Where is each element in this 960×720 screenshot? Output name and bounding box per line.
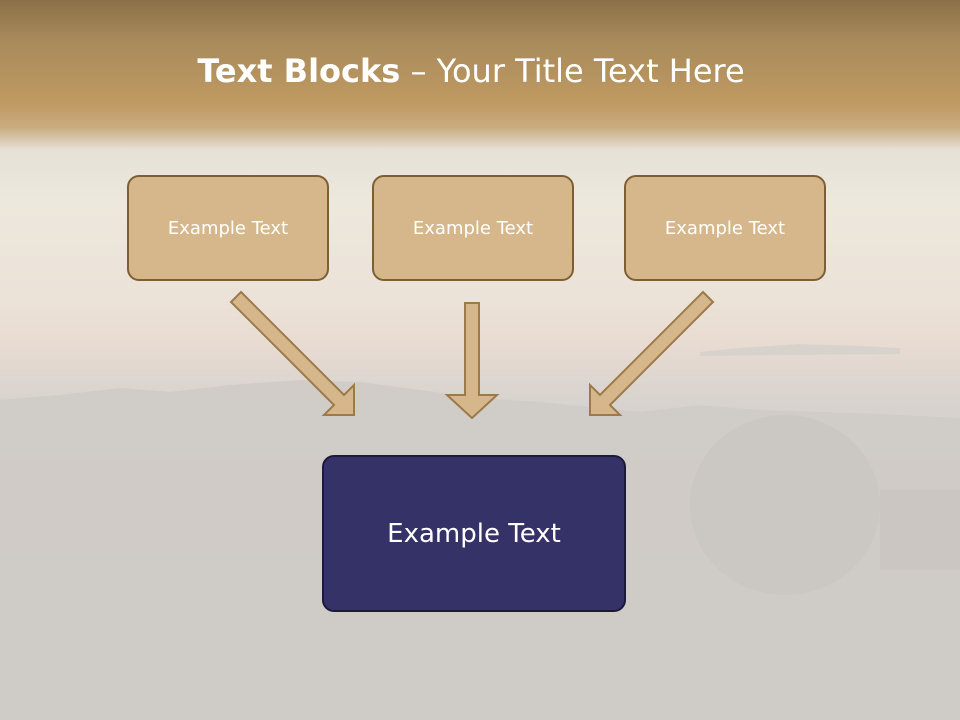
text-block-bottom[interactable]: Example Text bbox=[322, 455, 626, 612]
arrow-right-diagonal bbox=[589, 290, 715, 416]
text-block-center[interactable]: Example Text bbox=[372, 175, 574, 281]
title-separator: – bbox=[400, 52, 437, 90]
arrow-center-down bbox=[444, 302, 500, 420]
arrow-left-diagonal bbox=[229, 290, 355, 416]
slide-title: Text Blocks – Your Title Text Here bbox=[0, 52, 942, 90]
text-block-center-label: Example Text bbox=[412, 217, 534, 239]
text-block-right-label: Example Text bbox=[664, 217, 786, 239]
title-rest: Your Title Text Here bbox=[436, 52, 745, 90]
title-bold: Text Blocks bbox=[197, 52, 401, 90]
text-block-right[interactable]: Example Text bbox=[624, 175, 826, 281]
text-block-left[interactable]: Example Text bbox=[127, 175, 329, 281]
text-block-left-label: Example Text bbox=[167, 217, 289, 239]
text-block-bottom-label: Example Text bbox=[387, 518, 561, 549]
